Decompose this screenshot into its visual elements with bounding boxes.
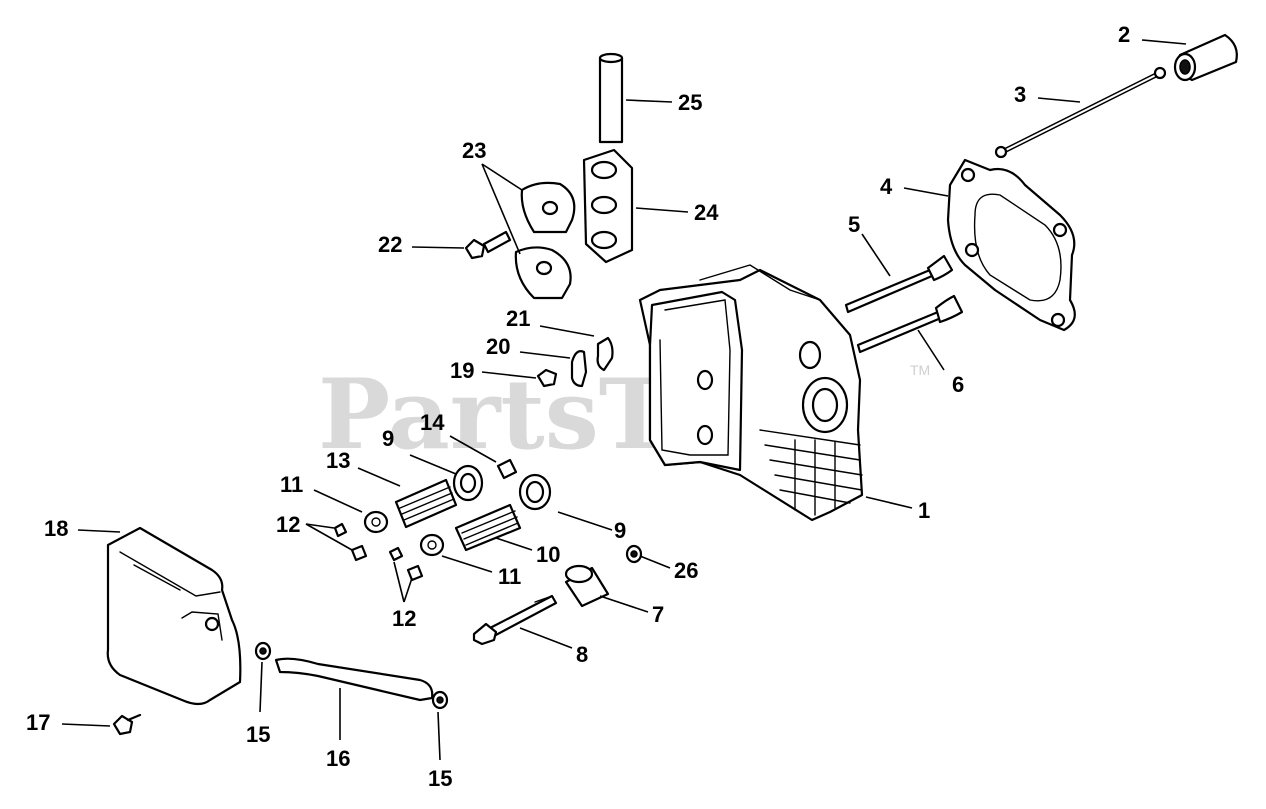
callout-24: 24 [694,200,719,225]
callout-7: 7 [652,602,664,627]
rocker-bolt-part[interactable] [464,230,512,260]
callout-3: 3 [1014,82,1026,107]
valve-guide-part[interactable] [564,564,610,608]
callout-10: 10 [536,542,560,567]
valve-cover-part[interactable] [106,526,242,706]
callout-11-top: 11 [280,472,303,497]
hose-clamp-left-part[interactable] [254,641,272,661]
rocker-arm-upper-part[interactable] [520,181,576,234]
callout-9-bottom: 9 [614,518,626,543]
callout-13: 13 [326,448,350,473]
callout-labels: 1 2 3 4 5 6 7 8 9 9 10 11 11 12 12 13 14… [26,22,1130,791]
cylinder-head-part[interactable] [638,264,864,522]
valve-keepers-left-part[interactable] [333,522,368,562]
rocker-screw-part[interactable] [536,368,558,388]
callout-15-right: 15 [428,766,452,791]
spring-cap-upper-part[interactable] [452,464,484,502]
exhaust-valve-part[interactable] [856,294,964,354]
hose-clamp-right-part[interactable] [431,690,449,710]
valve-keepers-right-part[interactable] [388,546,424,582]
callout-4: 4 [880,174,893,199]
washer-upper-part[interactable] [363,510,389,534]
spring-cap-lower-part[interactable] [518,473,552,511]
rocker-arm-lower-part[interactable] [514,246,572,300]
rocker-shaft-part[interactable] [598,52,624,144]
callout-8: 8 [576,642,588,667]
callout-18: 18 [44,516,68,541]
valve-spring-lower-part[interactable] [454,503,522,552]
callout-9-top: 9 [382,426,394,451]
plug-part[interactable] [496,458,518,480]
callout-14: 14 [420,410,445,435]
watermark-trademark: TM [910,362,930,378]
callout-21: 21 [506,306,530,331]
callout-19: 19 [450,358,474,383]
leader-lines [61,39,1187,761]
guide-plate-lower-part[interactable] [570,350,588,388]
valve-seal-part[interactable] [625,544,643,564]
rocker-bridge-part[interactable] [582,148,634,264]
cover-screw-part[interactable] [112,713,142,736]
callout-26: 26 [674,558,698,583]
head-bolt-part[interactable] [472,594,558,646]
callout-17: 17 [26,710,50,735]
callout-20: 20 [486,334,510,359]
callout-12-bottom: 12 [392,606,416,631]
breather-hose-part[interactable] [274,657,434,702]
guide-plate-upper-part[interactable] [596,336,614,372]
callout-23: 23 [462,138,486,163]
callout-16: 16 [326,746,350,771]
callout-11-bottom: 11 [498,564,521,589]
callout-6: 6 [952,372,964,397]
callout-5: 5 [848,212,860,237]
callout-15-left: 15 [246,722,270,747]
valve-tappet-part[interactable] [1173,33,1238,82]
callout-2: 2 [1118,22,1130,47]
washer-lower-part[interactable] [419,533,445,557]
push-rod-part[interactable] [994,66,1167,159]
callout-22: 22 [378,232,402,257]
head-gasket-part[interactable] [946,158,1076,332]
intake-valve-part[interactable] [844,254,954,314]
callout-12-top: 12 [276,512,300,537]
callout-1: 1 [918,498,930,523]
callout-25: 25 [678,90,702,115]
valve-spring-upper-part[interactable] [394,478,458,529]
